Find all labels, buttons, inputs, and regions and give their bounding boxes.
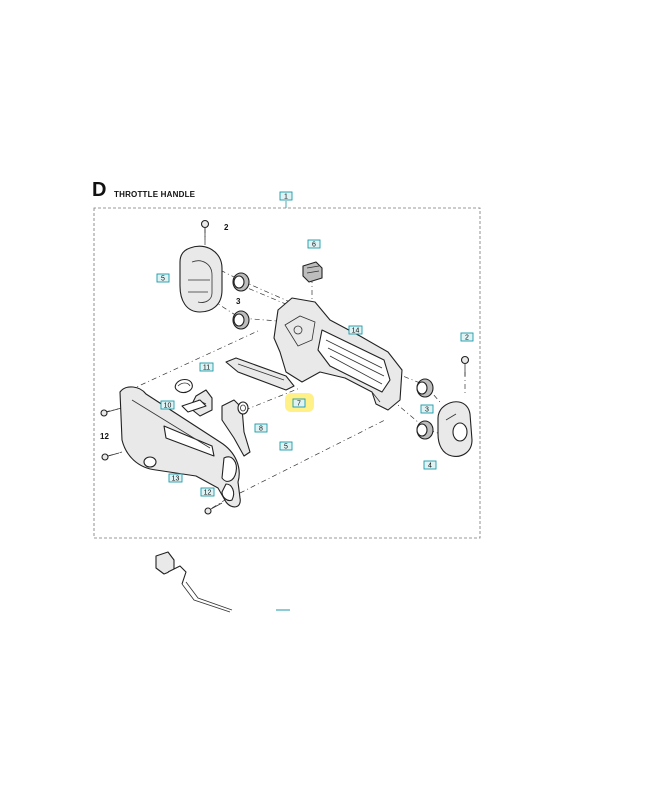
svg-text:1: 1 (284, 194, 288, 201)
screw-right-part (460, 355, 470, 376)
callout-1[interactable]: 1 (279, 191, 293, 201)
callout-6[interactable]: 6 (307, 239, 321, 249)
svg-text:7: 7 (297, 401, 301, 408)
svg-text:6: 6 (312, 242, 316, 249)
label-screw-left: 12 (100, 432, 109, 441)
right-cover-part (437, 401, 473, 457)
spacer-right-parts (416, 378, 434, 440)
callout-7[interactable]: 7 (292, 398, 306, 408)
callout-10[interactable]: 10 (160, 400, 175, 410)
screws-left-parts (100, 408, 223, 515)
svg-text:2: 2 (465, 335, 469, 342)
handle-half-part (119, 386, 241, 508)
left-cover-part (179, 245, 223, 313)
screw-top-part (200, 219, 210, 240)
callout-5-bottom[interactable]: 5 (279, 441, 293, 451)
callout-3[interactable]: 3 (420, 404, 434, 414)
svg-text:10: 10 (164, 403, 172, 410)
callout-5-top[interactable]: 5 (156, 273, 170, 283)
callout-8[interactable]: 8 (254, 423, 268, 433)
svg-text:11: 11 (203, 365, 210, 372)
assembly-frame (93, 207, 481, 539)
svg-text:13: 13 (172, 476, 180, 483)
lock-lever-part (181, 389, 213, 417)
callout-4[interactable]: 4 (423, 460, 437, 470)
spacer-left-parts (232, 272, 250, 330)
callout-2[interactable]: 2 (460, 332, 474, 342)
callout-13[interactable]: 13 (168, 473, 183, 483)
section-letter: D (92, 179, 106, 201)
svg-text:14: 14 (352, 328, 360, 335)
label-screw-top: 2 (224, 223, 229, 232)
svg-text:5: 5 (161, 276, 165, 283)
svg-text:5: 5 (284, 444, 288, 451)
spring-part (174, 378, 193, 394)
throttle-lever-part (225, 357, 295, 391)
label-spacer-left: 3 (236, 297, 241, 306)
clip-part (302, 261, 323, 283)
callout-12[interactable]: 12 (200, 487, 215, 497)
svg-text:12: 12 (204, 490, 212, 497)
section-header: D THROTTLE HANDLE (92, 179, 196, 201)
callout-11[interactable]: 11 (199, 362, 214, 372)
section-title: THROTTLE HANDLE (114, 190, 196, 199)
handle-body-part (273, 297, 403, 411)
svg-text:4: 4 (428, 463, 432, 470)
trigger-part (221, 399, 251, 457)
callout-14[interactable]: 14 (348, 325, 363, 335)
svg-text:8: 8 (259, 426, 263, 433)
next-section-partial (155, 551, 290, 613)
svg-text:3: 3 (425, 407, 429, 414)
